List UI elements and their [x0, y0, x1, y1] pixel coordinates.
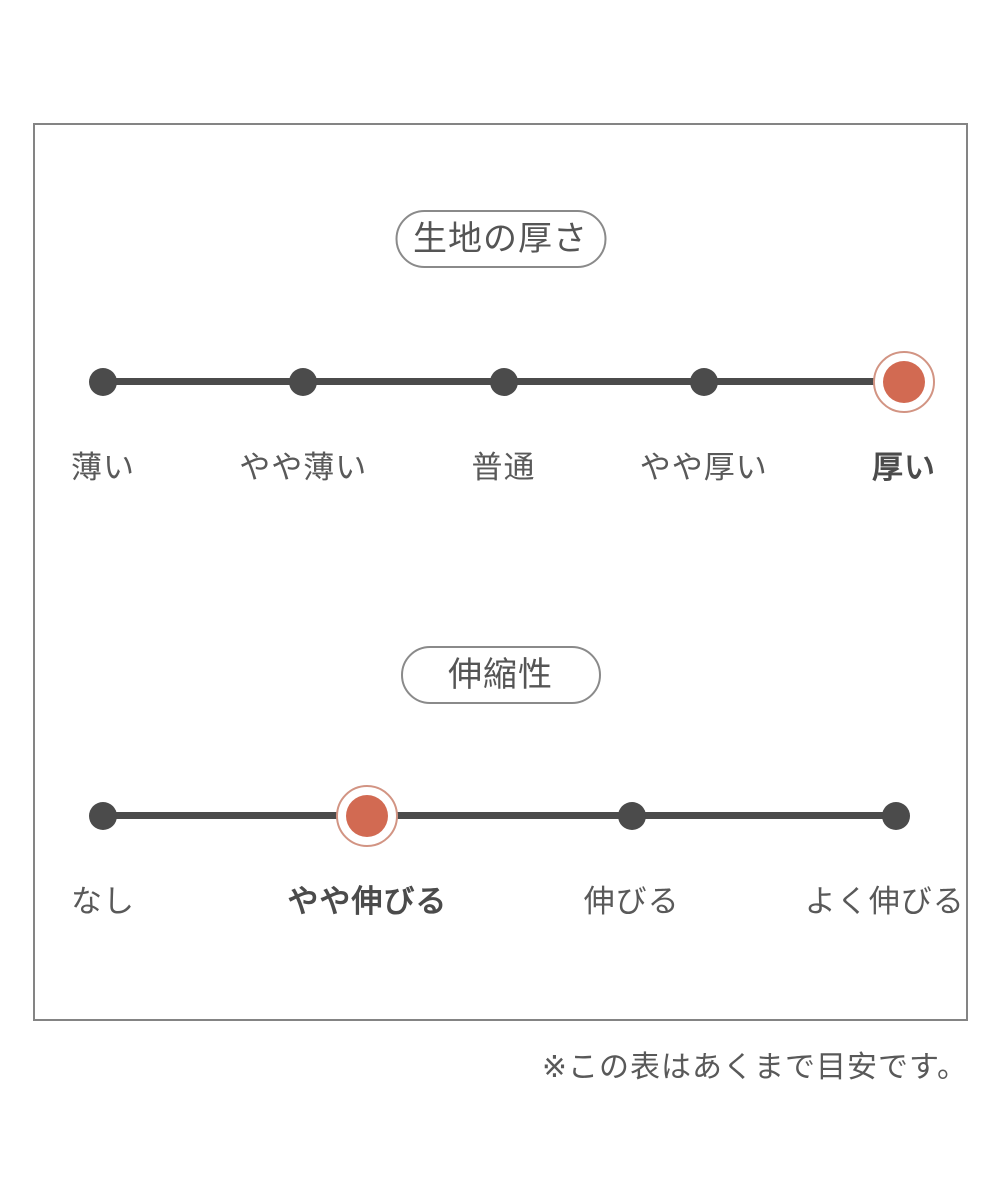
- scale-point-dot: [617, 801, 646, 830]
- scale-point-label: 普通: [471, 450, 536, 485]
- scale-point-label: 伸びる: [583, 884, 680, 919]
- scale-line: [103, 812, 896, 819]
- scale-point-dot: [89, 367, 117, 396]
- selected-point-ring: [873, 350, 935, 413]
- thickness-title: 生地の厚さ: [413, 220, 588, 258]
- scale-point-dot: [89, 801, 117, 830]
- thickness-title-pill: 生地の厚さ: [395, 210, 606, 268]
- scale-point-label: やや厚い: [639, 450, 768, 485]
- scale-point-label: 薄い: [71, 450, 135, 485]
- scale-point-dot: [689, 367, 718, 396]
- scale-point-label: やや伸びる: [287, 884, 448, 919]
- disclaimer-note: ※この表はあくまで目安です。: [541, 1051, 968, 1084]
- stretch-title: 伸縮性: [448, 656, 553, 694]
- stretch-title-pill: 伸縮性: [400, 646, 601, 704]
- scale-point-label: やや薄い: [239, 450, 368, 485]
- scale-point-label: よく伸びる: [804, 884, 965, 919]
- scale-point-dot: [289, 367, 318, 396]
- spec-chart-box: 生地の厚さ 薄い やや薄い 普通 やや厚い 厚い 伸縮性 なし やや伸びる 伸びる よく伸びる: [33, 123, 968, 1021]
- scale-point-label: 厚い: [872, 450, 936, 485]
- selected-point-dot: [346, 794, 389, 837]
- scale-point-dot: [489, 367, 518, 396]
- scale-point-dot: [882, 801, 910, 830]
- scale-point-label: なし: [71, 884, 135, 919]
- selected-point-ring: [336, 784, 399, 847]
- selected-point-dot: [883, 360, 925, 403]
